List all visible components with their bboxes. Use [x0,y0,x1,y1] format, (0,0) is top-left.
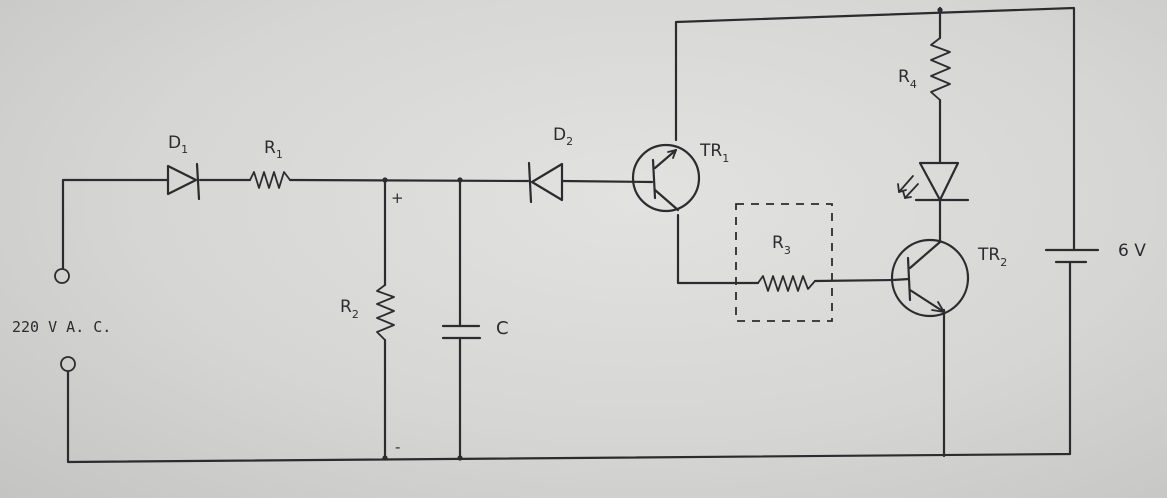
resistor-r2 [376,284,395,341]
label-ac-input: 220 V A. C. [12,318,111,336]
transistor-tr1 [631,143,701,213]
resistor-r3 [757,275,816,292]
label-tr2: TR2 [977,245,1007,269]
diode-d2 [527,161,564,204]
diode-d1 [166,162,201,201]
resistor-r4 [930,37,951,101]
label-plus: + [391,189,404,207]
transistor-tr2 [890,238,970,318]
label-r2: R2 [340,297,359,321]
led [897,161,970,202]
ac-input-terminals [54,268,76,372]
battery-6v [1044,248,1100,264]
component-labels: D1 R1 D2 TR1 R4 R3 TR2 R2 C 6 V 220 V A.… [12,67,1146,456]
r3-dashed-enclosure [735,203,833,322]
label-d1: D1 [168,133,188,156]
resistor-r1 [249,171,291,189]
label-minus: - [395,438,400,456]
label-r3: R3 [772,233,791,257]
label-r1: R1 [264,138,283,161]
label-d2: D2 [553,125,573,148]
capacitor-c [441,324,482,340]
label-r4: R4 [898,67,917,91]
junction-dots [382,7,943,461]
label-battery-voltage: 6 V [1118,241,1146,261]
label-tr1: TR1 [699,141,729,165]
wires [61,6,1076,464]
label-c: C [496,318,509,339]
